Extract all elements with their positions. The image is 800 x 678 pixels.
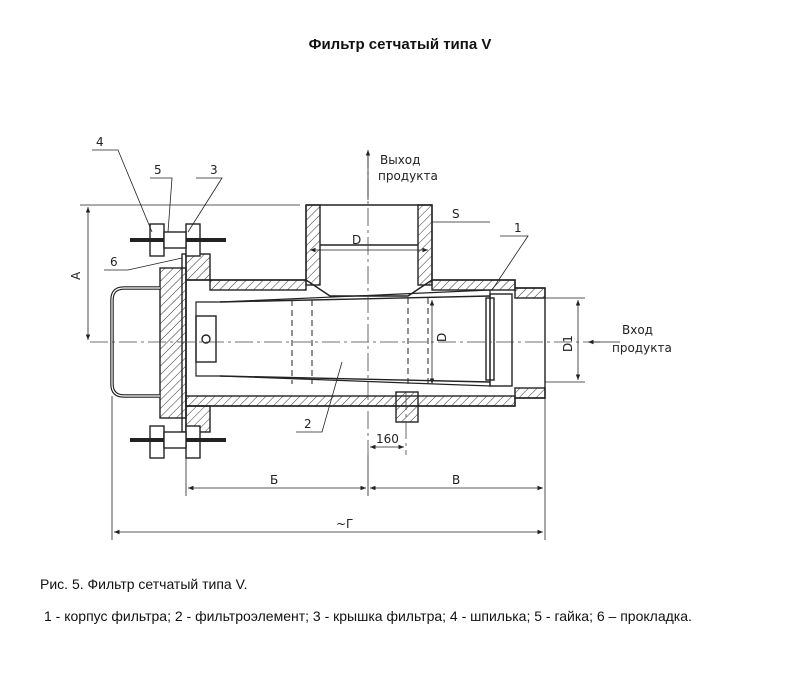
drawing-labels: Выход продукта Вход продукта S D D D1 A …: [69, 135, 672, 531]
dim-g-label: ~Г: [336, 517, 353, 531]
callout-1: 1: [514, 221, 522, 235]
callout-4: 4: [96, 135, 104, 149]
dim-s-label: S: [452, 207, 460, 221]
dim-a-label: A: [69, 271, 83, 280]
dim-b-label: Б: [270, 473, 278, 487]
filter-body: [110, 204, 546, 459]
callout-5: 5: [154, 163, 162, 177]
dim-d-label: D: [352, 233, 361, 247]
dim-160-label: 160: [376, 432, 399, 446]
outlet-label-line2: продукта: [378, 169, 438, 183]
callout-3: 3: [210, 163, 218, 177]
dimension-lines: [80, 150, 620, 540]
callout-2: 2: [304, 417, 312, 431]
filter-drawing: Выход продукта Вход продукта S D D D1 A …: [69, 135, 672, 540]
leader-lines: [92, 149, 529, 433]
figure-legend: 1 - корпус фильтра; 2 - фильтроэлемент; …: [44, 608, 692, 624]
outlet-label-line1: Выход: [380, 153, 420, 167]
inlet-label-line1: Вход: [622, 323, 653, 337]
centerlines: [90, 150, 600, 455]
page-title: Фильтр сетчатый типа V: [308, 36, 492, 53]
figure-caption: Рис. 5. Фильтр сетчатый типа V.: [40, 576, 248, 592]
dim-d1-label: D1: [561, 335, 575, 352]
dim-v-label: В: [452, 473, 460, 487]
inlet-label-line2: продукта: [612, 341, 672, 355]
callout-6: 6: [110, 255, 118, 269]
dim-d-inner-label: D: [435, 333, 449, 342]
